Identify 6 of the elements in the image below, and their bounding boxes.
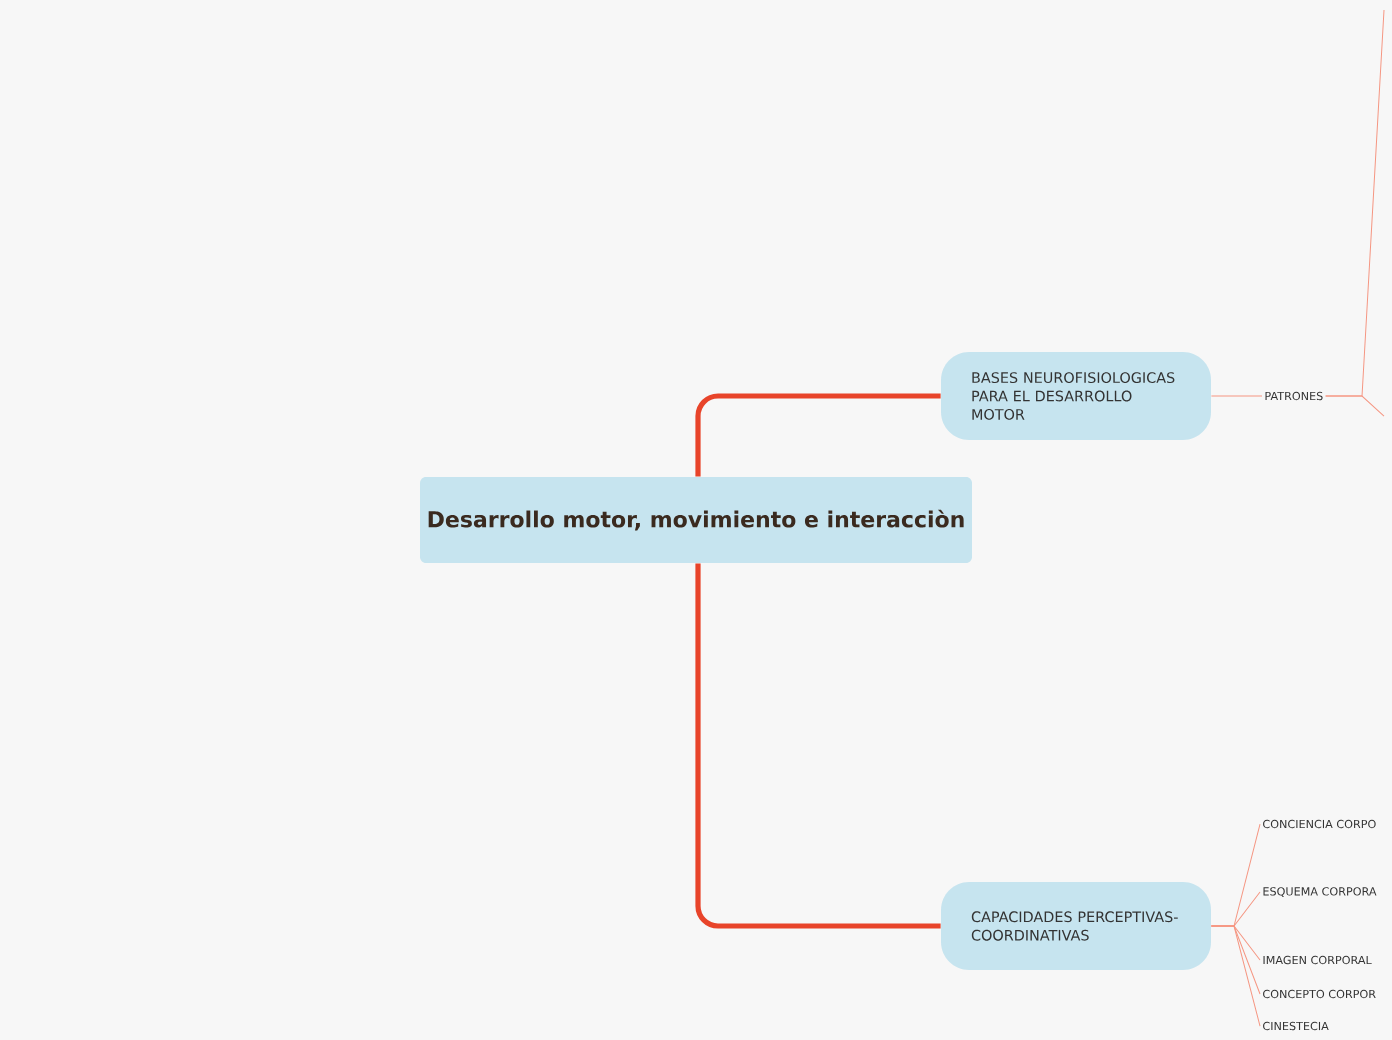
branch-line bbox=[695, 393, 941, 477]
connector-line bbox=[1210, 395, 1263, 397]
central-topic-box: Desarrollo motor, movimiento e interacciòn bbox=[420, 477, 972, 563]
branch-line bbox=[695, 563, 941, 929]
connector-line bbox=[1210, 925, 1261, 1027]
connector-line bbox=[1325, 395, 1385, 417]
